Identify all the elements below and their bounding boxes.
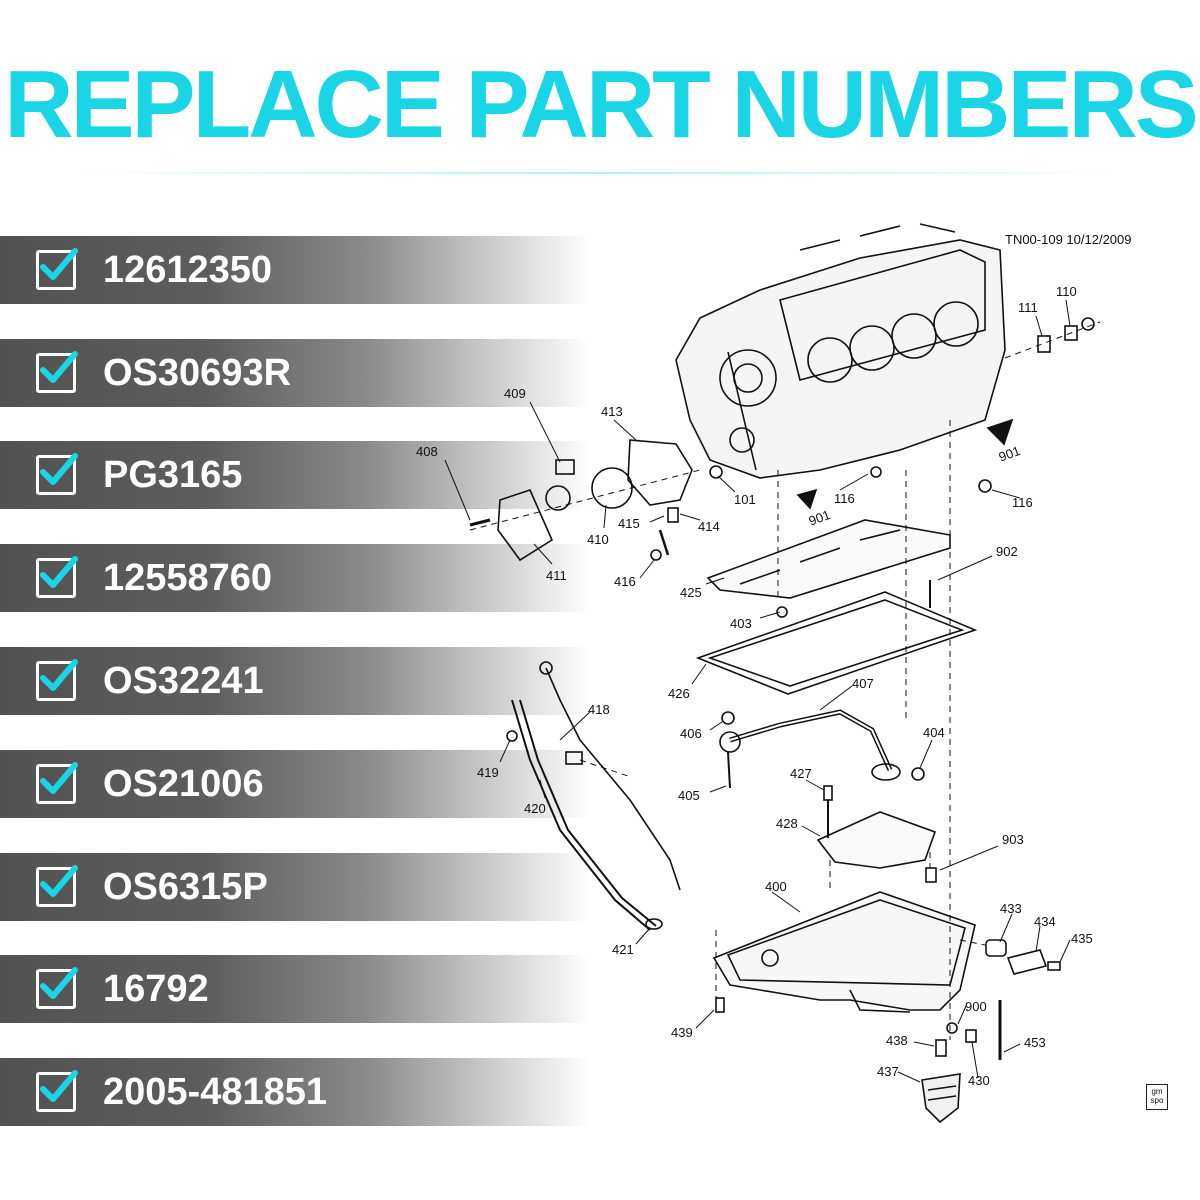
part-number-row: OS21006 bbox=[0, 750, 590, 818]
callout-label: 101 bbox=[734, 492, 756, 507]
callout-label: 902 bbox=[996, 544, 1018, 559]
part-number-row: 2005-481851 bbox=[0, 1058, 590, 1126]
callout-label: 403 bbox=[730, 616, 752, 631]
part-number-row: PG3165 bbox=[0, 441, 590, 509]
part-number-label: OS32241 bbox=[103, 660, 264, 702]
callout-labels: 110 111 901 116 409 413 101 116 901 408 … bbox=[416, 284, 1093, 1088]
part-number-row: 12558760 bbox=[0, 544, 590, 612]
callout-label: 434 bbox=[1034, 914, 1056, 929]
checkbox-checked-icon bbox=[36, 1070, 78, 1112]
engine-block-illustration bbox=[675, 223, 1006, 479]
callout-label: 408 bbox=[416, 444, 438, 459]
checkbox-checked-icon bbox=[36, 762, 78, 804]
callout-label: 411 bbox=[546, 568, 567, 583]
callout-label: 419 bbox=[477, 765, 499, 780]
callout-label: 420 bbox=[524, 801, 546, 816]
callout-label: 415 bbox=[618, 516, 640, 531]
callout-label: 406 bbox=[680, 726, 702, 741]
callout-label: 453 bbox=[1024, 1035, 1046, 1050]
checkbox-checked-icon bbox=[36, 659, 78, 701]
callout-label: 430 bbox=[968, 1073, 990, 1088]
part-number-label: 12612350 bbox=[103, 249, 273, 291]
callout-label: 405 bbox=[678, 788, 700, 803]
part-number-label: OS21006 bbox=[103, 763, 264, 805]
part-number-list: 12612350 OS30693R PG3165 12558760 OS3224… bbox=[0, 236, 590, 1126]
callout-label: 400 bbox=[765, 879, 787, 894]
part-number-label: PG3165 bbox=[103, 454, 243, 496]
callout-label: 410 bbox=[587, 532, 609, 547]
callout-label: 439 bbox=[671, 1025, 693, 1040]
diagram-reference: TN00-109 10/12/2009 bbox=[1005, 232, 1132, 247]
checkbox-checked-icon bbox=[36, 556, 78, 598]
callout-label: 421 bbox=[612, 942, 634, 957]
checkbox-checked-icon bbox=[36, 248, 78, 290]
bolt-111 bbox=[1037, 335, 1051, 353]
part-number-row: 12612350 bbox=[0, 236, 590, 304]
callout-label: 901 bbox=[807, 507, 833, 529]
part-number-label: OS6315P bbox=[103, 866, 268, 908]
part-number-label: 2005-481851 bbox=[103, 1071, 327, 1113]
callout-label: 116 bbox=[1012, 495, 1033, 510]
part-number-label: OS30693R bbox=[103, 352, 292, 394]
callout-label: 409 bbox=[504, 386, 526, 401]
callout-label: 418 bbox=[588, 702, 610, 717]
callout-label: 437 bbox=[877, 1064, 899, 1079]
part-number-row: OS30693R bbox=[0, 339, 590, 407]
callout-label: 438 bbox=[886, 1033, 908, 1048]
part-number-label: 12558760 bbox=[103, 557, 273, 599]
callout-label: 413 bbox=[601, 404, 623, 419]
page-title: REPLACE PART NUMBERS bbox=[4, 51, 1199, 158]
callout-label: 116 bbox=[834, 491, 855, 506]
title-divider bbox=[60, 172, 1140, 174]
callout-label: 110 bbox=[1056, 284, 1077, 299]
bolt-110 bbox=[1064, 325, 1078, 341]
checkbox-checked-icon bbox=[36, 351, 78, 393]
callout-label: 426 bbox=[668, 686, 690, 701]
callout-label: 425 bbox=[680, 585, 702, 600]
part-number-row: OS6315P bbox=[0, 853, 590, 921]
callout-label: 903 bbox=[1002, 832, 1024, 847]
part-number-row: 16792 bbox=[0, 955, 590, 1023]
checkbox-checked-icon bbox=[36, 865, 78, 907]
callout-label: 900 bbox=[965, 999, 987, 1014]
callout-label: 433 bbox=[1000, 901, 1022, 916]
checkbox-checked-icon bbox=[36, 453, 78, 495]
callout-label: 407 bbox=[852, 676, 874, 691]
callout-label: 111 bbox=[1018, 300, 1038, 315]
checkbox-checked-icon bbox=[36, 967, 78, 1009]
part-number-row: OS32241 bbox=[0, 647, 590, 715]
callout-label: 428 bbox=[776, 816, 798, 831]
callout-label: 416 bbox=[614, 574, 636, 589]
callout-label: 427 bbox=[790, 766, 812, 781]
callout-label: 901 bbox=[997, 443, 1023, 465]
callout-label: 435 bbox=[1071, 931, 1093, 946]
callout-label: 414 bbox=[698, 519, 720, 534]
callout-label: 404 bbox=[923, 725, 945, 740]
part-number-label: 16792 bbox=[103, 968, 209, 1010]
gm-spo-logo: gm spo bbox=[1146, 1084, 1168, 1110]
bolt-409 bbox=[555, 459, 575, 475]
